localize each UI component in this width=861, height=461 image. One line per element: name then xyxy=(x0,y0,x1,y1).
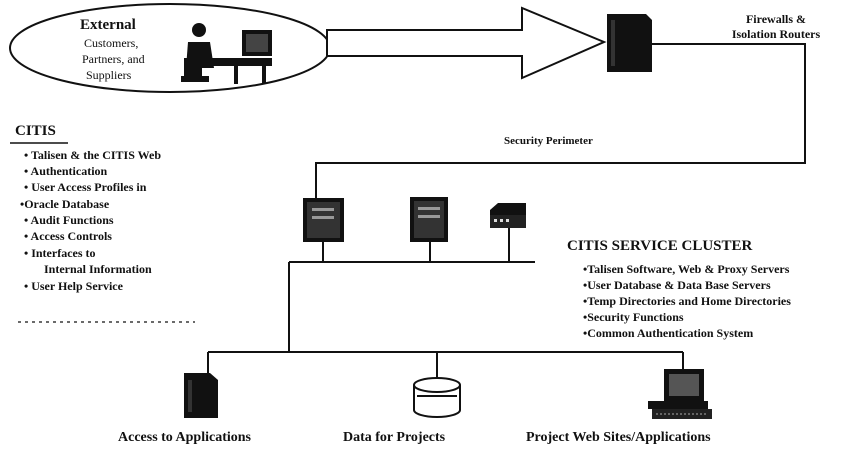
citis-item: Internal Information xyxy=(44,262,152,276)
database-icon xyxy=(413,377,461,418)
workstation-icon xyxy=(648,369,712,419)
external-title: External xyxy=(80,17,136,33)
external-ellipse xyxy=(9,3,331,93)
cluster-title: CITIS SERVICE CLUSTER xyxy=(567,238,753,254)
cluster-item: •Common Authentication System xyxy=(583,326,754,340)
external-line-2: Partners, and xyxy=(82,52,145,66)
citis-title: CITIS xyxy=(15,123,56,139)
citis-item: • Talisen & the CITIS Web xyxy=(24,148,162,162)
data-for-projects-label: Data for Projects xyxy=(343,430,446,445)
access-to-applications-label: Access to Applications xyxy=(118,430,251,445)
security-perimeter-line xyxy=(315,43,806,200)
external-line-3: Suppliers xyxy=(86,68,132,82)
server-tower-icon xyxy=(303,198,344,242)
firewall-label-1: Firewalls & xyxy=(745,12,807,26)
cluster-item: •Security Functions xyxy=(583,310,684,324)
user-at-computer-icon xyxy=(181,23,272,84)
citis-item: • Authentication xyxy=(24,164,108,178)
citis-item: • Interfaces to xyxy=(24,246,96,260)
cluster-item: •User Database & Data Base Servers xyxy=(583,278,771,292)
firewall-server-icon xyxy=(607,14,652,72)
arrow-to-firewall xyxy=(326,6,607,80)
citis-item: • User Help Service xyxy=(24,279,123,293)
server-tower-icon xyxy=(410,197,448,242)
firewall-label-2: Isolation Routers xyxy=(731,27,821,41)
citis-item: • Access Controls xyxy=(24,229,112,243)
citis-item: • User Access Profiles in xyxy=(24,180,147,194)
cluster-item: •Temp Directories and Home Directories xyxy=(583,294,791,308)
project-web-sites-label: Project Web Sites/Applications xyxy=(526,430,711,445)
cluster-item: •Talisen Software, Web & Proxy Servers xyxy=(583,262,790,276)
citis-item: •Oracle Database xyxy=(20,197,110,211)
citis-item: • Audit Functions xyxy=(24,213,114,227)
security-perimeter-label: Security Perimeter xyxy=(504,135,593,147)
application-server-icon xyxy=(184,373,218,418)
external-line-1: Customers, xyxy=(84,36,139,50)
router-icon xyxy=(490,203,526,228)
